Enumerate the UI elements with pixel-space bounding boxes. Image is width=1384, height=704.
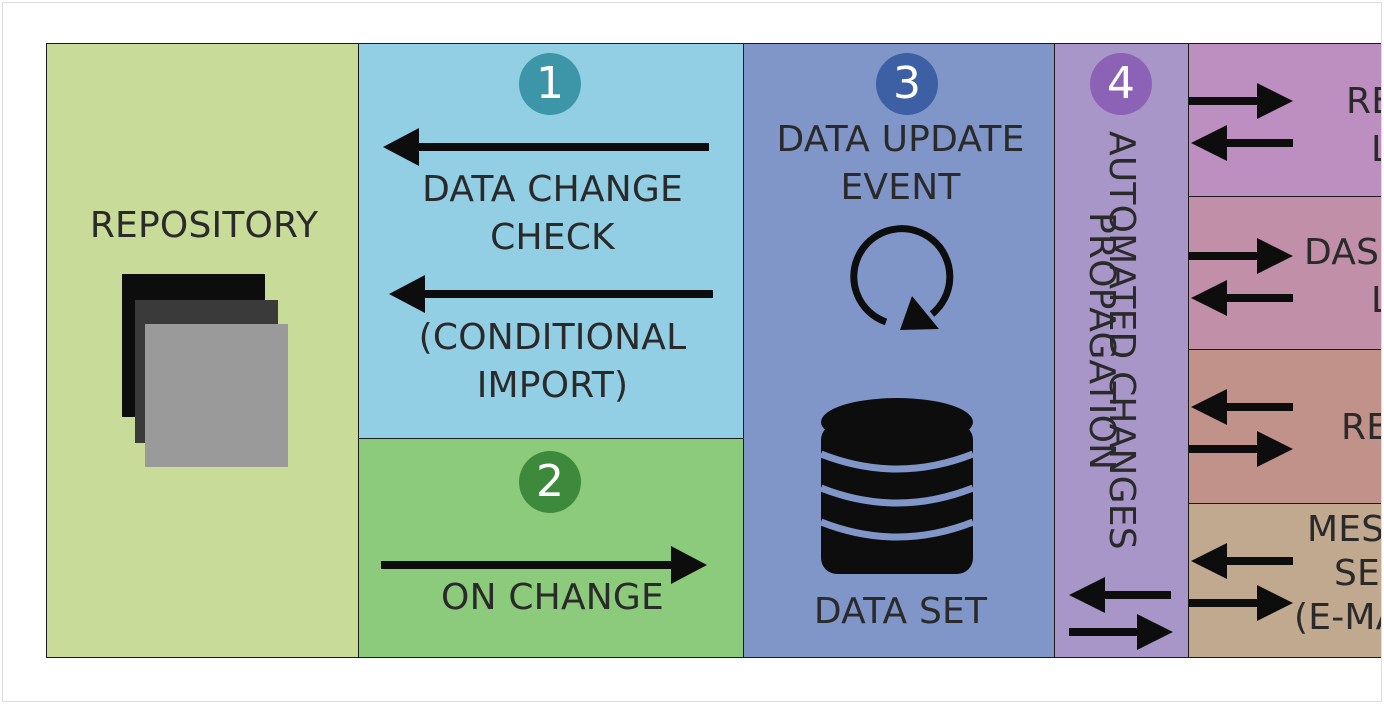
check-line-4: IMPORT) [476,365,629,406]
arrow-left-icon [389,275,713,313]
check-line-3: (CONDITIONAL [418,317,687,358]
target-2-line-2: L [1371,277,1381,325]
on-change-panel: 2 ON CHANGE [358,438,745,658]
stacked-squares-icon [122,274,288,467]
bidirectional-arrows-icon [1189,83,1293,161]
target-2-line-1: DAS [1304,232,1380,273]
bidirectional-arrows-icon [1189,238,1293,316]
data-update-line-2: EVENT [840,167,961,208]
target-4-line-3: (E-MA [1294,597,1381,638]
check-line-2: CHECK [490,217,615,258]
data-change-check-panel: 1 DATA CHANGE CHECK (CONDITIONAL IMPORT) [358,43,745,440]
refresh-icon [850,225,954,330]
target-4-line-2: SE [1334,553,1380,594]
target-panel-1: RE L [1188,43,1381,198]
arrow-right-icon [381,546,707,584]
target-4-line-1: MES [1307,509,1382,550]
target-panel-4: MES SE (E-MA [1188,503,1382,658]
bidirectional-arrows-icon [1069,577,1173,650]
target-1-line-2: L [1371,126,1381,174]
repository-label: REPOSITORY [89,205,319,246]
on-change-label: ON CHANGE [441,577,664,618]
data-set-panel: 3 DATA UPDATE EVENT DATA SET [743,43,1056,658]
step-4-badge: 4 [1090,53,1152,115]
database-icon [819,398,975,574]
step-2-badge: 2 [519,451,581,513]
step-3-badge: 3 [876,53,938,115]
propagation-panel: 4 AUTOMATED CHANGES PROPAGATION [1054,43,1190,658]
data-set-label: DATA SET [813,591,988,632]
target-panel-3: RE [1188,349,1381,505]
bidirectional-arrows-icon [1189,543,1293,621]
target-panel-2: DAS L [1188,196,1381,351]
arrow-left-icon [383,128,709,166]
step-1-badge: 1 [519,53,581,115]
target-1-line-1: RE [1346,81,1381,122]
repository-panel: REPOSITORY [46,43,360,658]
target-3-line-1: RE [1341,407,1381,448]
propagation-line-2: PROPAGATION [1081,212,1122,471]
data-update-line-1: DATA UPDATE [776,119,1025,160]
check-line-1: DATA CHANGE [422,169,683,210]
bidirectional-arrows-icon [1189,389,1293,467]
